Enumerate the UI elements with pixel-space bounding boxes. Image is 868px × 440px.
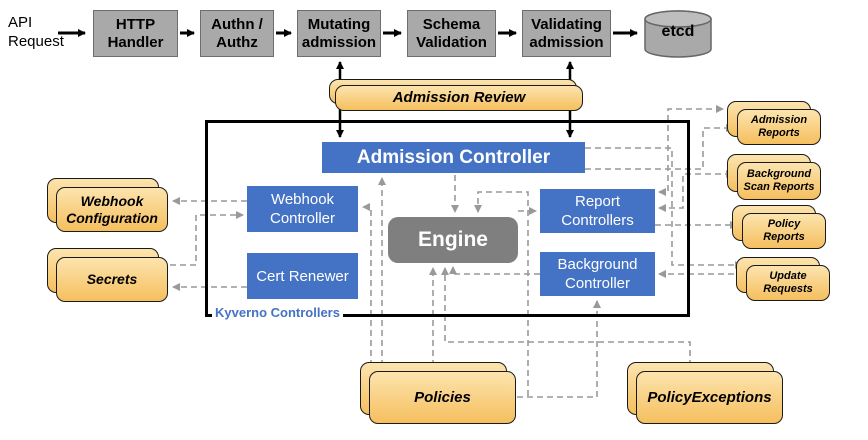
dashed-relations: [170, 105, 744, 398]
policy-reports-card: Policy Reports: [742, 213, 826, 249]
api-request-label: API Request: [8, 14, 64, 50]
admission-controller-node: Admission Controller: [322, 142, 585, 173]
engine-node: Engine: [388, 217, 518, 263]
background-scan-reports-card: Background Scan Reports: [737, 162, 821, 200]
etcd-cylinder: [644, 10, 712, 58]
kyverno-controllers-label: Kyverno Controllers: [212, 306, 343, 320]
admission-reports-card: Admission Reports: [737, 109, 821, 145]
stage-authn-authz: Authn / Authz: [200, 10, 274, 57]
policy-exceptions-card: PolicyExceptions: [636, 371, 783, 424]
webhook-controller-node: Webhook Controller: [247, 186, 358, 232]
policies-card: Policies: [369, 371, 516, 424]
stage-schema-validation: Schema Validation: [407, 10, 496, 57]
secrets-card: Secrets: [56, 257, 168, 302]
background-controller-node: Background Controller: [540, 252, 655, 296]
report-controllers-node: Report Controllers: [540, 189, 655, 233]
stage-mutating-admission: Mutating admission: [297, 10, 381, 57]
stage-http-handler: HTTP Handler: [93, 10, 178, 57]
cert-renewer-node: Cert Renewer: [247, 253, 358, 299]
etcd-label: etcd: [661, 23, 695, 40]
stage-validating-admission: Validating admission: [522, 10, 611, 57]
webhook-configuration-card: Webhook Configuration: [56, 187, 168, 232]
update-requests-card: Update Requests: [746, 265, 830, 301]
admission-review-card: Admission Review: [335, 85, 583, 111]
